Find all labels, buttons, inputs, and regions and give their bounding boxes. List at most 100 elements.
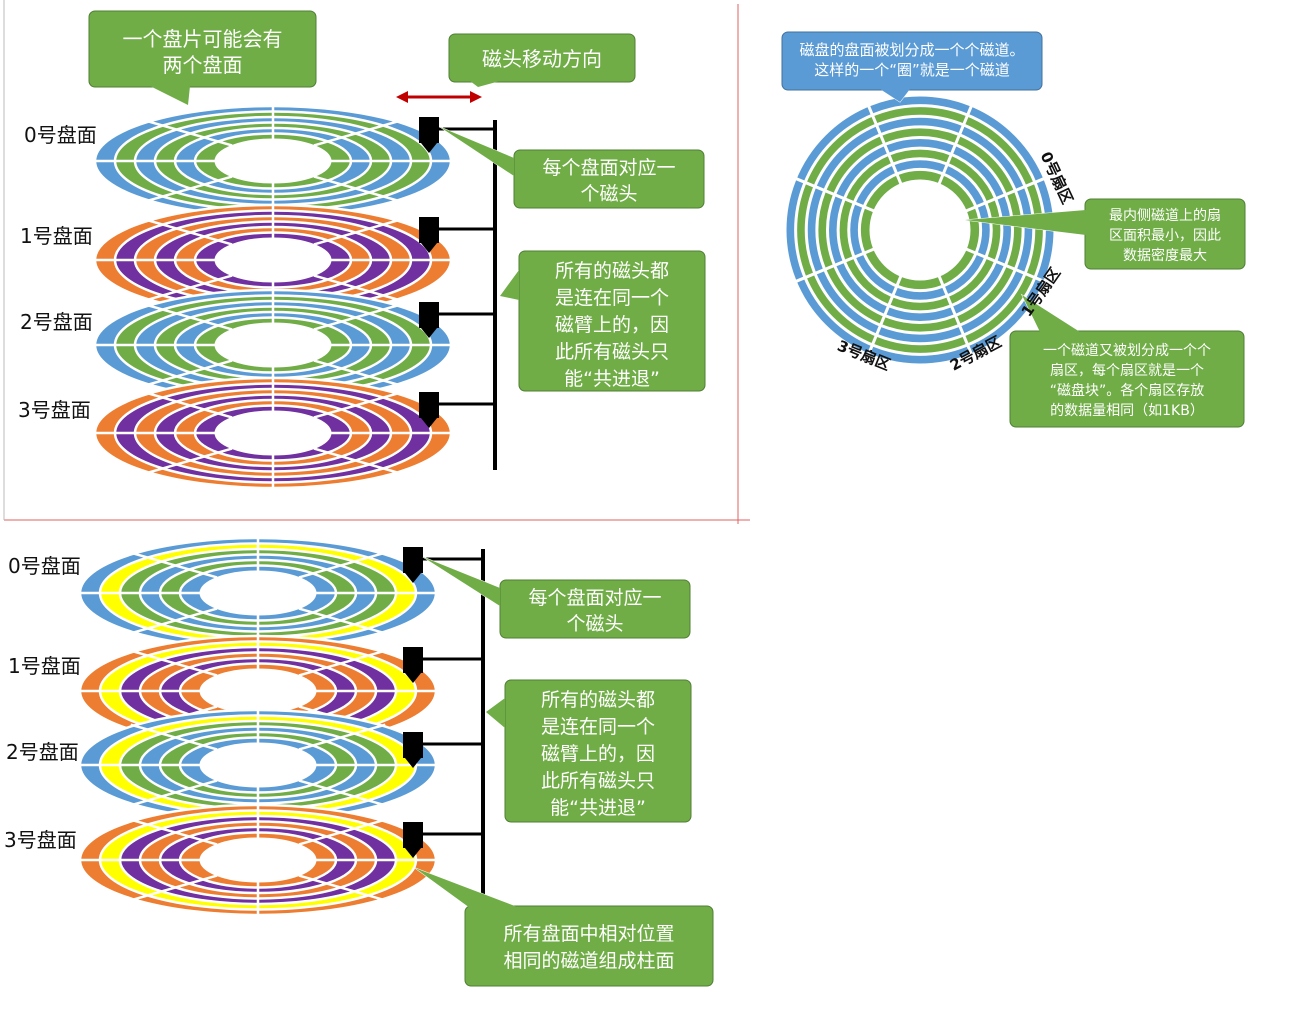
callout-text: 所有的磁头都是连在同一个磁臂上的，因此所有磁头只能“共进退” [541, 689, 655, 819]
callout-pointer-fill [440, 127, 514, 176]
head-tip [405, 848, 421, 858]
top-platter-1 [93, 203, 453, 317]
callout-pointer-fill [470, 81, 500, 87]
callout-line: 是连在同一个 [541, 716, 655, 738]
sector-boundary [145, 175, 233, 203]
callout-head-per-surface-top: 每个盘面对应一个磁头 [439, 126, 705, 209]
spindle-hole [199, 668, 317, 714]
callout-pointer-fill [150, 86, 190, 105]
sector-boundary [298, 818, 386, 846]
sector-boundary [145, 359, 233, 387]
callout-line: 个磁头 [580, 183, 637, 205]
sector-boundary [145, 274, 233, 302]
callout-line: 此所有磁头只 [541, 770, 655, 792]
head-tip [421, 143, 437, 153]
sector-boundary [145, 391, 233, 419]
callout-box [781, 31, 1043, 91]
top-platter-2 [93, 288, 453, 402]
callout-line: 一个盘片可能会有 [123, 27, 283, 51]
callout-line: “磁盘块”。各个扇区存放 [1050, 382, 1205, 399]
callout-text: 所有盘面中相对位置相同的磁道组成柱面 [503, 923, 674, 972]
surface-label-bottom-2: 2号盘面 [6, 740, 79, 764]
sector-boundary [298, 779, 386, 807]
sector-boundary [145, 447, 233, 475]
callout-box [88, 10, 317, 88]
read-write-head-0 [403, 547, 423, 573]
surface-label-top-2: 2号盘面 [20, 310, 93, 334]
surface-label-bottom-0: 0号盘面 [8, 554, 81, 578]
callout-pointer-fill [1022, 295, 1080, 332]
callout-box [518, 250, 706, 392]
sector-boundary [866, 102, 903, 185]
callout-line: 能“共进退” [550, 797, 646, 819]
callout-line: 区面积最小，因此 [1109, 228, 1221, 244]
callout-text: 每个盘面对应一个磁头 [542, 157, 675, 205]
callout-platter-two-surfaces: 一个盘片可能会有两个盘面 [88, 10, 317, 106]
sector-boundary [313, 447, 401, 475]
sector-boundary [130, 723, 218, 751]
spindle-hole [199, 570, 317, 616]
read-write-head-0 [419, 117, 439, 143]
surface-label-bottom-3: 3号盘面 [4, 828, 77, 852]
read-write-head-2 [419, 302, 439, 328]
callout-line: 个磁头 [566, 613, 623, 635]
read-write-head-2 [403, 732, 423, 758]
callout-box [448, 33, 636, 83]
callout-pointer-fill [423, 557, 500, 606]
sector-boundary [313, 119, 401, 147]
sector-boundary [965, 176, 1048, 213]
sector-boundary [298, 649, 386, 677]
sector-boundary [313, 303, 401, 331]
spindle-hole [199, 742, 317, 788]
callout-box [513, 149, 705, 209]
callout-arm-top: 所有的磁头都是连在同一个磁臂上的，因此所有磁头只能“共进退” [499, 250, 706, 392]
sector-boundary [298, 874, 386, 902]
sector-boundary [965, 247, 1048, 284]
head-tip [405, 758, 421, 768]
arrow-head-left [396, 91, 408, 103]
bottom-platter-3 [78, 803, 438, 917]
bottom-platter-2 [78, 708, 438, 822]
spindle-hole [214, 237, 332, 283]
spindle-hole [199, 837, 317, 883]
sector-boundary [313, 391, 401, 419]
callout-pointer-fill [500, 270, 519, 300]
callout-text: 最内侧磁道上的扇区面积最小，因此数据密度最大 [1109, 208, 1221, 264]
surface-label-bottom-1: 1号盘面 [8, 654, 81, 678]
top-platter-0 [93, 104, 453, 218]
callout-line: 最内侧磁道上的扇 [1109, 208, 1221, 224]
read-write-head-3 [403, 822, 423, 848]
sector-boundary [145, 218, 233, 246]
callout-box [504, 679, 692, 823]
callout-head-move-direction: 磁头移动方向 [448, 33, 636, 88]
spindle-hole [214, 322, 332, 368]
callout-line: 扇区，每个扇区就是一个 [1050, 363, 1204, 379]
top-platter-3 [93, 376, 453, 490]
callout-line: 所有盘面中相对位置 [503, 923, 674, 945]
callout-track-definition: 磁盘的盘面被划分成一个个磁道。这样的一个“圈”就是一个磁道 [781, 31, 1043, 103]
callout-text: 一个磁道又被划分成一个个扇区，每个扇区就是一个“磁盘块”。各个扇区存放的数据量相… [1043, 343, 1211, 419]
callout-line: 所有的磁头都 [541, 689, 655, 711]
sector-boundary [313, 359, 401, 387]
callout-pointer-fill [415, 868, 520, 908]
callout-sector-definition: 一个磁道又被划分成一个个扇区，每个扇区就是一个“磁盘块”。各个扇区存放的数据量相… [1009, 293, 1245, 428]
callout-line: 能“共进退” [564, 368, 660, 390]
callout-line: 磁盘的盘面被划分成一个个磁道。 [799, 41, 1024, 59]
sector-boundary [937, 102, 974, 185]
sector-boundary [130, 649, 218, 677]
move-direction-arrow [396, 91, 482, 103]
callout-line: 磁臂上的，因 [555, 314, 669, 336]
callout-line: 这样的一个“圈”就是一个磁道 [814, 61, 1010, 79]
callout-pointer-fill [486, 698, 505, 728]
callout-line: 此所有磁头只 [555, 341, 669, 363]
sector-boundary [298, 723, 386, 751]
callout-box [1009, 330, 1245, 428]
sector-boundary [130, 551, 218, 579]
callout-line: 一个磁道又被划分成一个个 [1043, 343, 1211, 359]
bottom-head-assembly [403, 547, 485, 900]
sector-boundary [130, 607, 218, 635]
sector-boundary [313, 274, 401, 302]
callout-text: 磁头移动方向 [482, 47, 602, 71]
arrow-head-right [470, 91, 482, 103]
